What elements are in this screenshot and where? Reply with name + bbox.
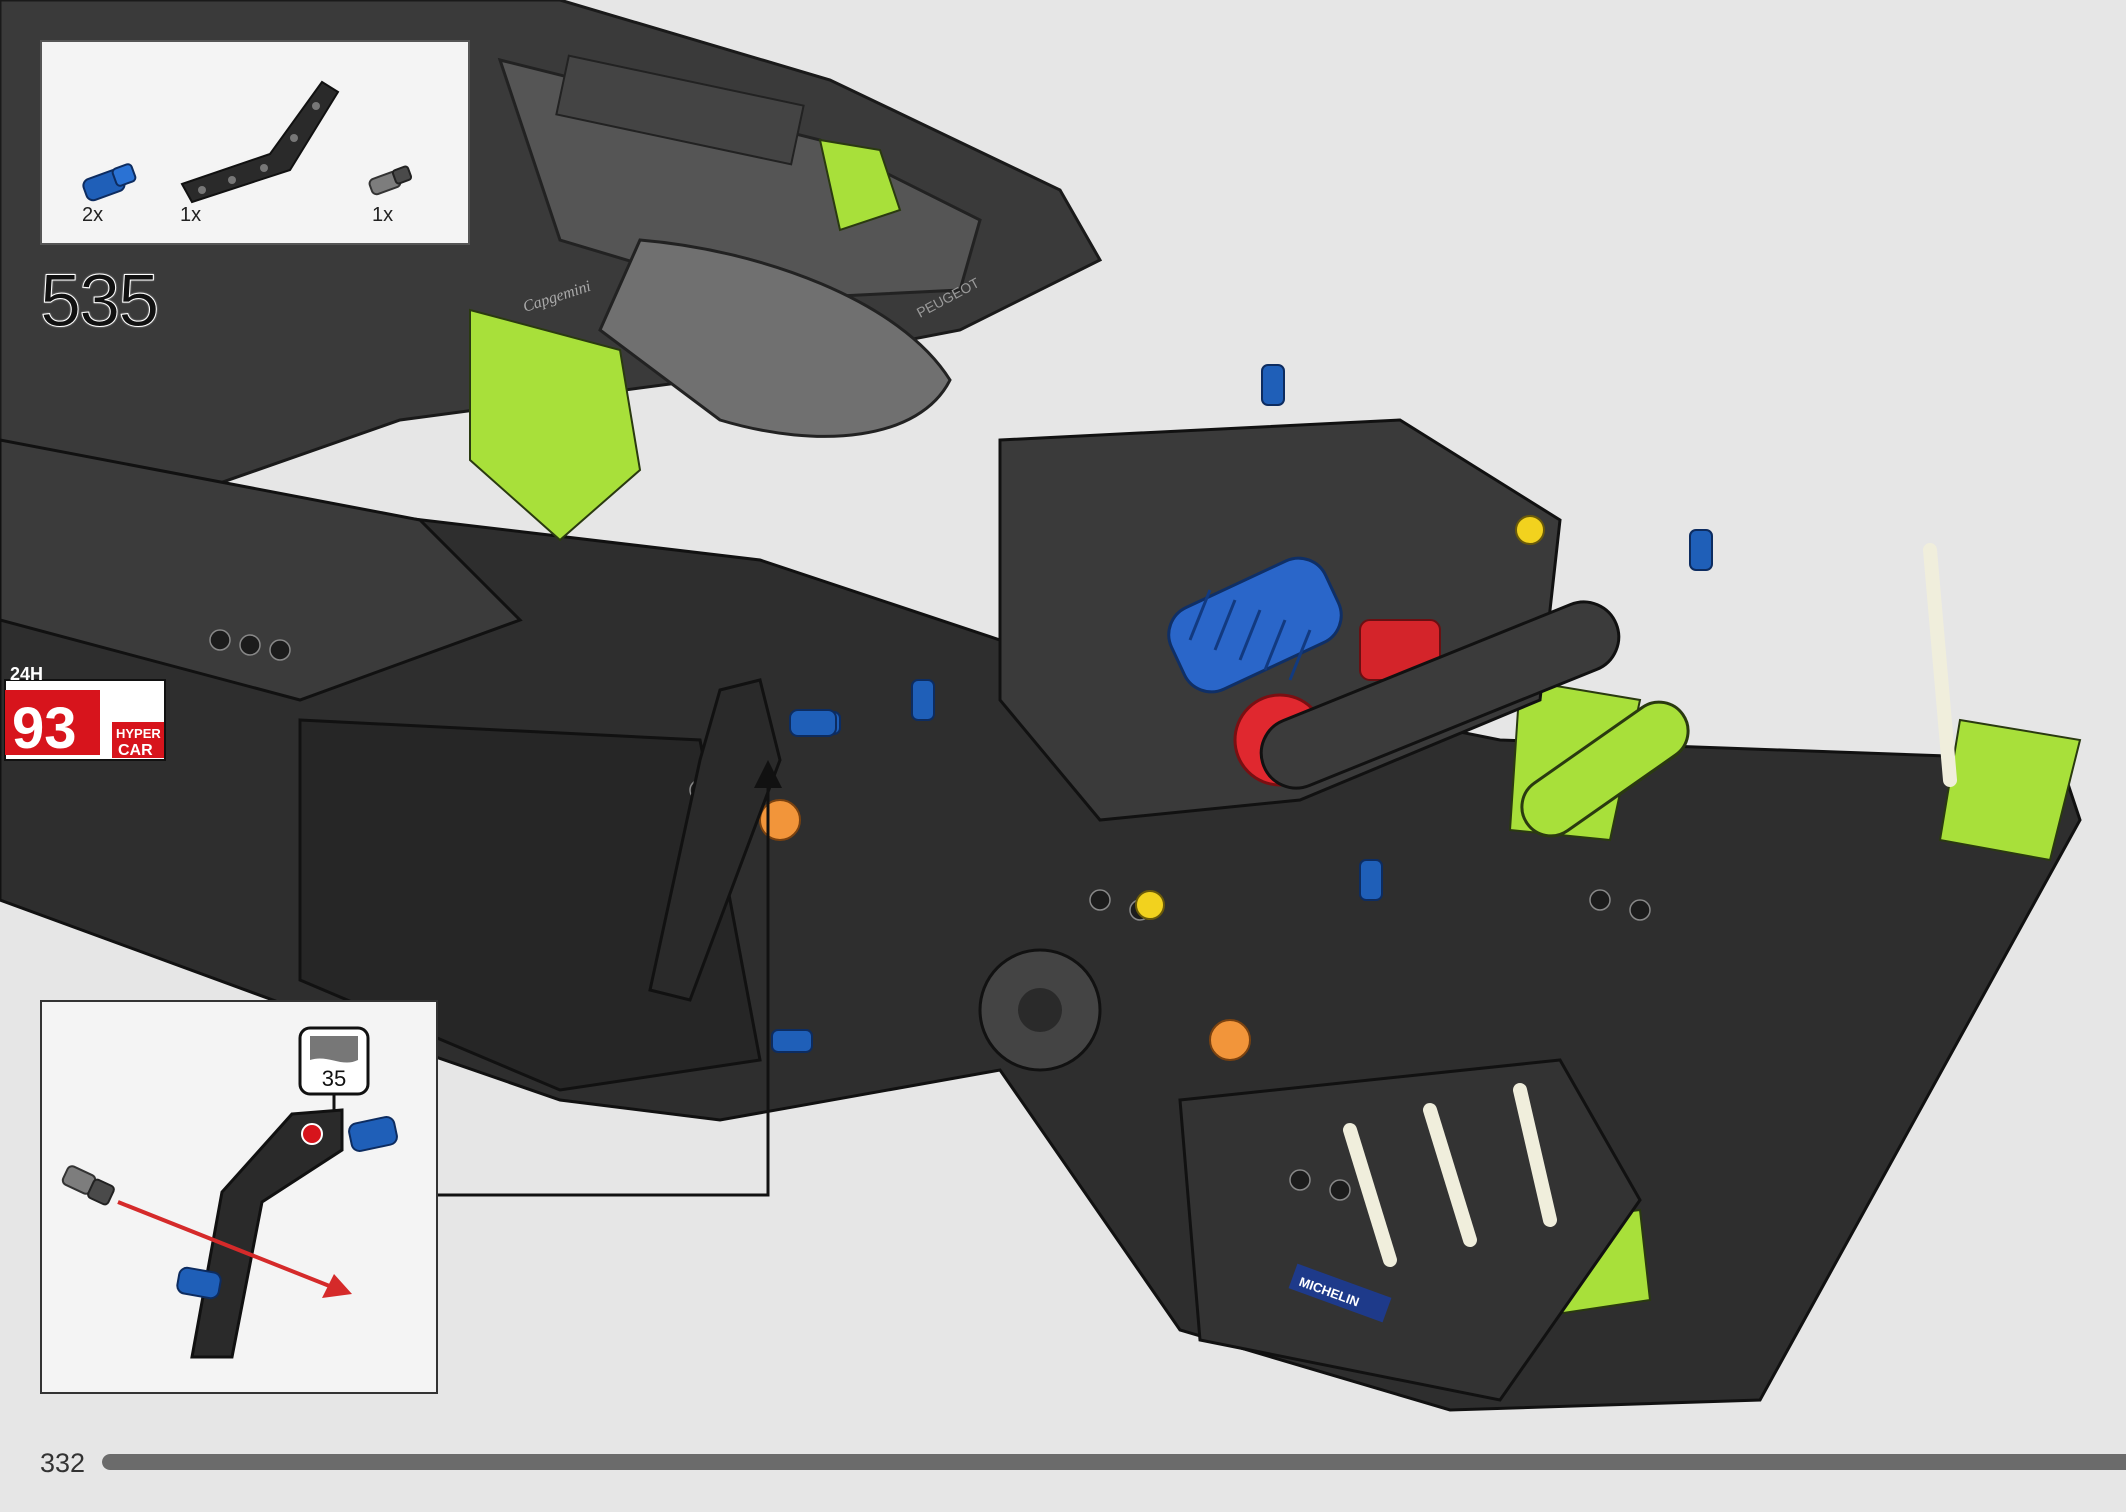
- part-qty-axle-pin: 1x: [372, 204, 394, 226]
- shock-coils: [1188, 589, 1312, 681]
- hyper-line1: HYPER: [116, 726, 161, 741]
- blue-pins: [771, 364, 1713, 1053]
- svg-text:35: 35: [322, 1066, 346, 1091]
- progress-bar-fill: [102, 1454, 2126, 1470]
- liftarm-beam: [1259, 600, 1621, 790]
- window-strip: [555, 54, 805, 166]
- hyper-line2: CAR: [118, 742, 153, 759]
- callout-arrow: [754, 760, 782, 788]
- reference-badge: 35: [298, 1026, 370, 1096]
- grey-axle-pin-icon: [368, 165, 413, 196]
- michelin-tag: [1288, 1263, 1392, 1323]
- parts-list-art: [82, 80, 413, 204]
- lime-accent: [1938, 718, 2082, 862]
- badge-24h: 24H: [10, 664, 43, 684]
- angled-liftarm-icon: [180, 80, 340, 204]
- parts-list-box: 2x 1x 1x: [40, 40, 470, 245]
- race-number: 93: [12, 696, 77, 761]
- wheel-hub-center: [1018, 988, 1062, 1032]
- part-qty-liftarm: 1x: [180, 204, 202, 226]
- lime-accent: [818, 138, 902, 232]
- part-qty-blue-pin: 2x: [82, 204, 104, 226]
- target-blue-pin: [789, 709, 837, 737]
- insert-arrow: [117, 1200, 333, 1289]
- lime-accent: [469, 308, 642, 542]
- lime-liftarm: [1520, 700, 1690, 838]
- callout-art: 35: [61, 1026, 398, 1359]
- blue-connector-pin-icon: [82, 163, 137, 202]
- hyper-car-tag: [112, 722, 164, 758]
- white-axles: [1343, 543, 1957, 1267]
- progress-bar: [102, 1454, 2126, 1470]
- floor-panel: [298, 718, 762, 1092]
- callout-blue-pin-2: [176, 1266, 222, 1300]
- target-liftarm: [648, 678, 782, 1002]
- insert-arrow-head: [322, 1274, 352, 1298]
- yellow-pin: [1515, 515, 1545, 545]
- yellow-pin: [1135, 890, 1165, 920]
- step-number: 535: [39, 259, 159, 343]
- sub-assembly-callout: 35: [40, 1000, 438, 1394]
- callout-liftarm: [190, 1108, 344, 1359]
- page-number: 332: [40, 1448, 86, 1478]
- callout-blue-pin: [348, 1116, 398, 1152]
- orange-bush: [759, 799, 801, 841]
- callout-grey-pin: [61, 1165, 115, 1206]
- side-pod-left: [0, 438, 523, 702]
- nose-cone: [598, 238, 952, 438]
- orange-bush: [1209, 1019, 1251, 1061]
- callout-pin-marker: [301, 1123, 323, 1145]
- front-module: [1178, 1058, 1642, 1402]
- number-decal-red: [5, 690, 100, 755]
- callout-leader-line: [438, 775, 770, 1197]
